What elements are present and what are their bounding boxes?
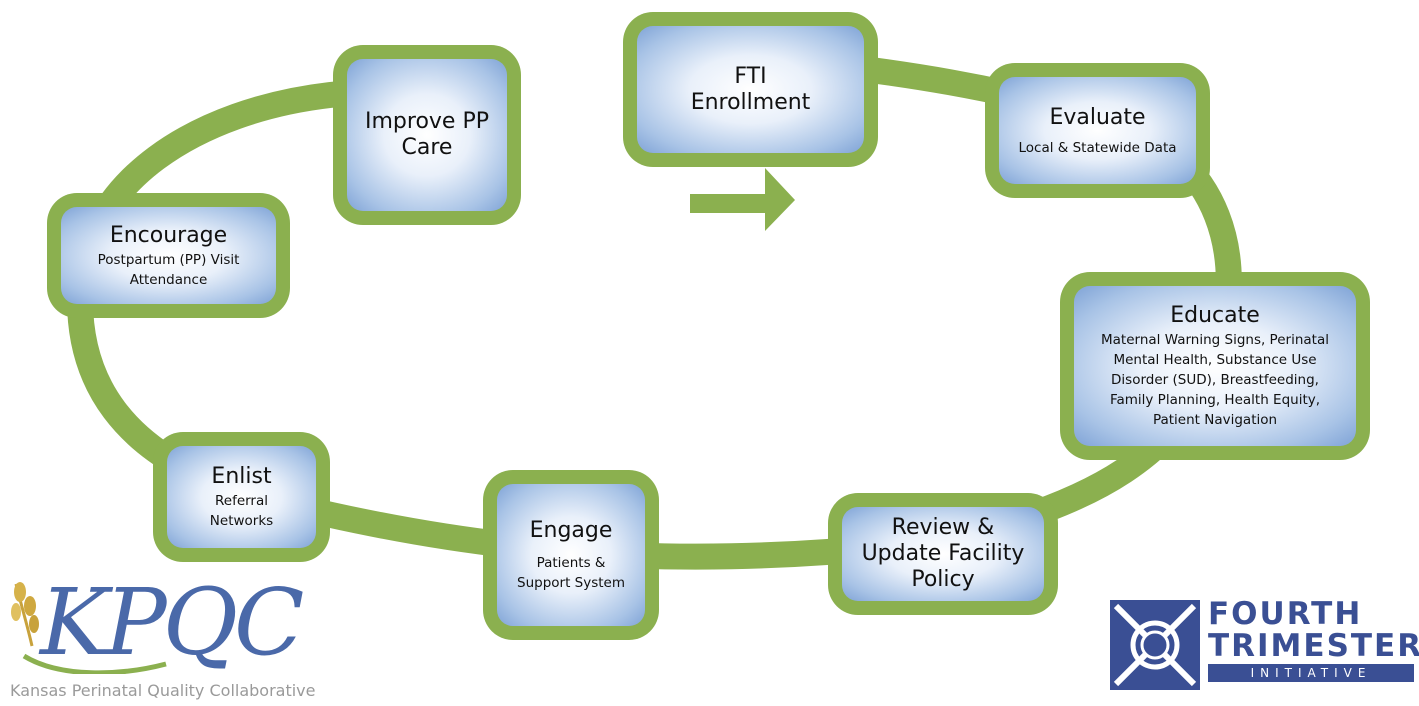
step-subtitle: Networks [209,513,274,529]
step-title: Encourage [109,222,228,248]
step-enlist: Enlist Referral Networks [153,432,330,562]
step-fti-enrollment: FTI Enrollment [623,12,878,167]
step-subtitle: Attendance [129,271,208,288]
step-subtitle: Disorder (SUD), Breastfeeding, [1111,372,1319,388]
step-title: Update Facility [861,541,1025,566]
step-subtitle: Referral [214,493,269,509]
step-title: FTI [734,63,767,89]
step-educate: Educate Maternal Warning Signs, Perinata… [1060,272,1370,460]
step-title: Review & [891,515,995,540]
step-encourage: Encourage Postpartum (PP) Visit Attendan… [47,193,290,318]
step-evaluate: Evaluate Local & Statewide Data [985,63,1210,198]
fourth-trimester-emblem-icon [1110,600,1200,690]
start-arrow [690,168,795,231]
step-title: Engage [529,518,613,543]
ft-line-1: FOURTH [1208,596,1363,632]
step-subtitle: Patient Navigation [1152,412,1278,428]
step-subtitle: Mental Health, Substance Use [1113,352,1317,368]
step-subtitle: Patients & [536,555,606,571]
wheat-icon [11,582,39,647]
step-improve-pp-care: Improve PP Care [333,45,521,225]
step-title: Policy [911,567,975,592]
ft-line-2: TRIMESTER [1208,628,1419,664]
step-subtitle: Support System [517,575,625,591]
step-subtitle: Maternal Warning Signs, Perinatal [1101,332,1329,348]
step-title: Improve PP [365,109,489,134]
step-subtitle: Family Planning, Health Equity, [1109,392,1321,408]
kpqc-wordmark: KPQC [40,569,304,676]
step-title: Evaluate [1049,104,1146,130]
step-review-update: Review & Update Facility Policy [828,493,1058,615]
step-title: Care [401,135,453,160]
ft-line-3: INITIATIVE [1208,664,1414,682]
step-engage: Engage Patients & Support System [483,470,659,640]
step-title: Enlist [211,464,272,489]
swoosh-icon [22,653,167,674]
step-title: Enrollment [690,89,811,115]
step-subtitle: Local & Statewide Data [1018,139,1177,156]
step-title: Educate [1170,303,1260,328]
step-subtitle: Postpartum (PP) Visit [97,251,240,268]
kpqc-tagline: Kansas Perinatal Quality Collaborative [10,681,316,700]
